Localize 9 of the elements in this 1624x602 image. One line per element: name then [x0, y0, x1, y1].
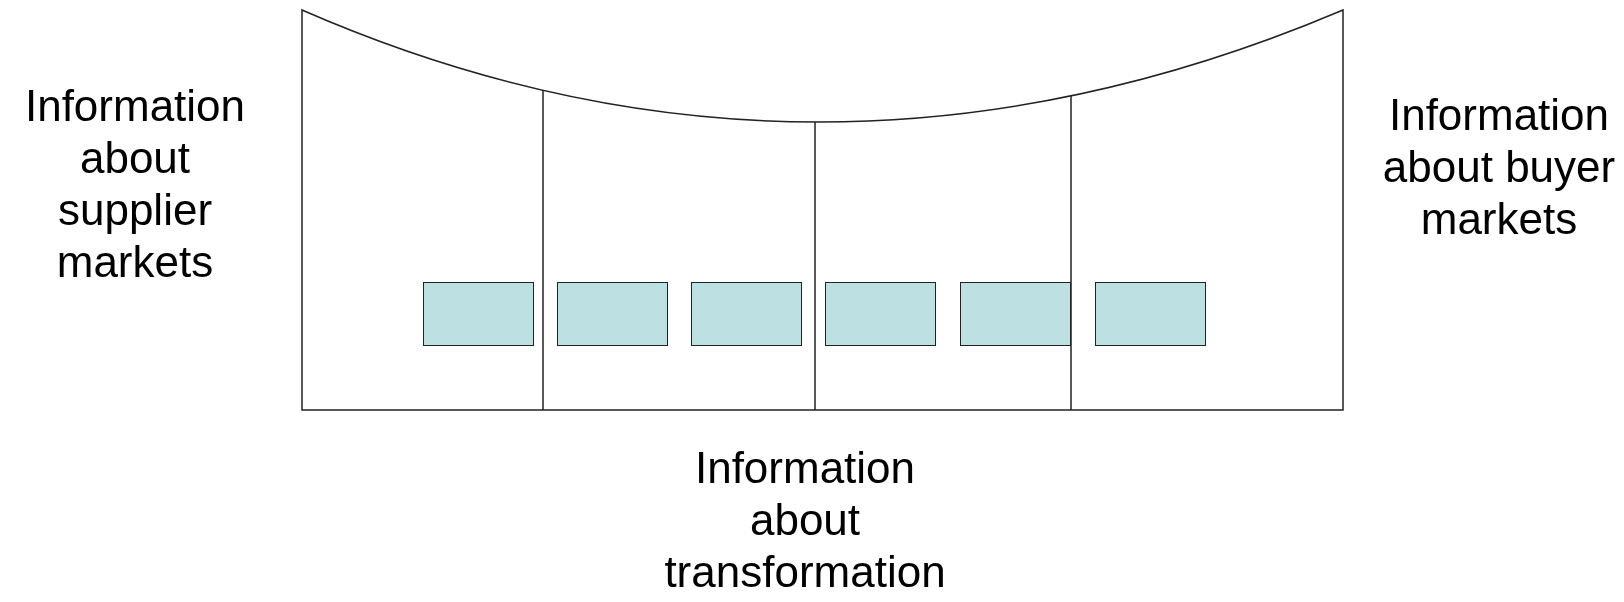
process-box — [557, 282, 668, 346]
label-text: Information about transformation — [663, 442, 947, 598]
process-box — [691, 282, 802, 346]
label-text: Information about supplier markets — [23, 80, 247, 288]
process-box — [423, 282, 534, 346]
process-box — [1095, 282, 1206, 346]
process-box — [960, 282, 1071, 346]
process-box — [825, 282, 936, 346]
label-text: Information about buyer markets — [1381, 89, 1617, 245]
